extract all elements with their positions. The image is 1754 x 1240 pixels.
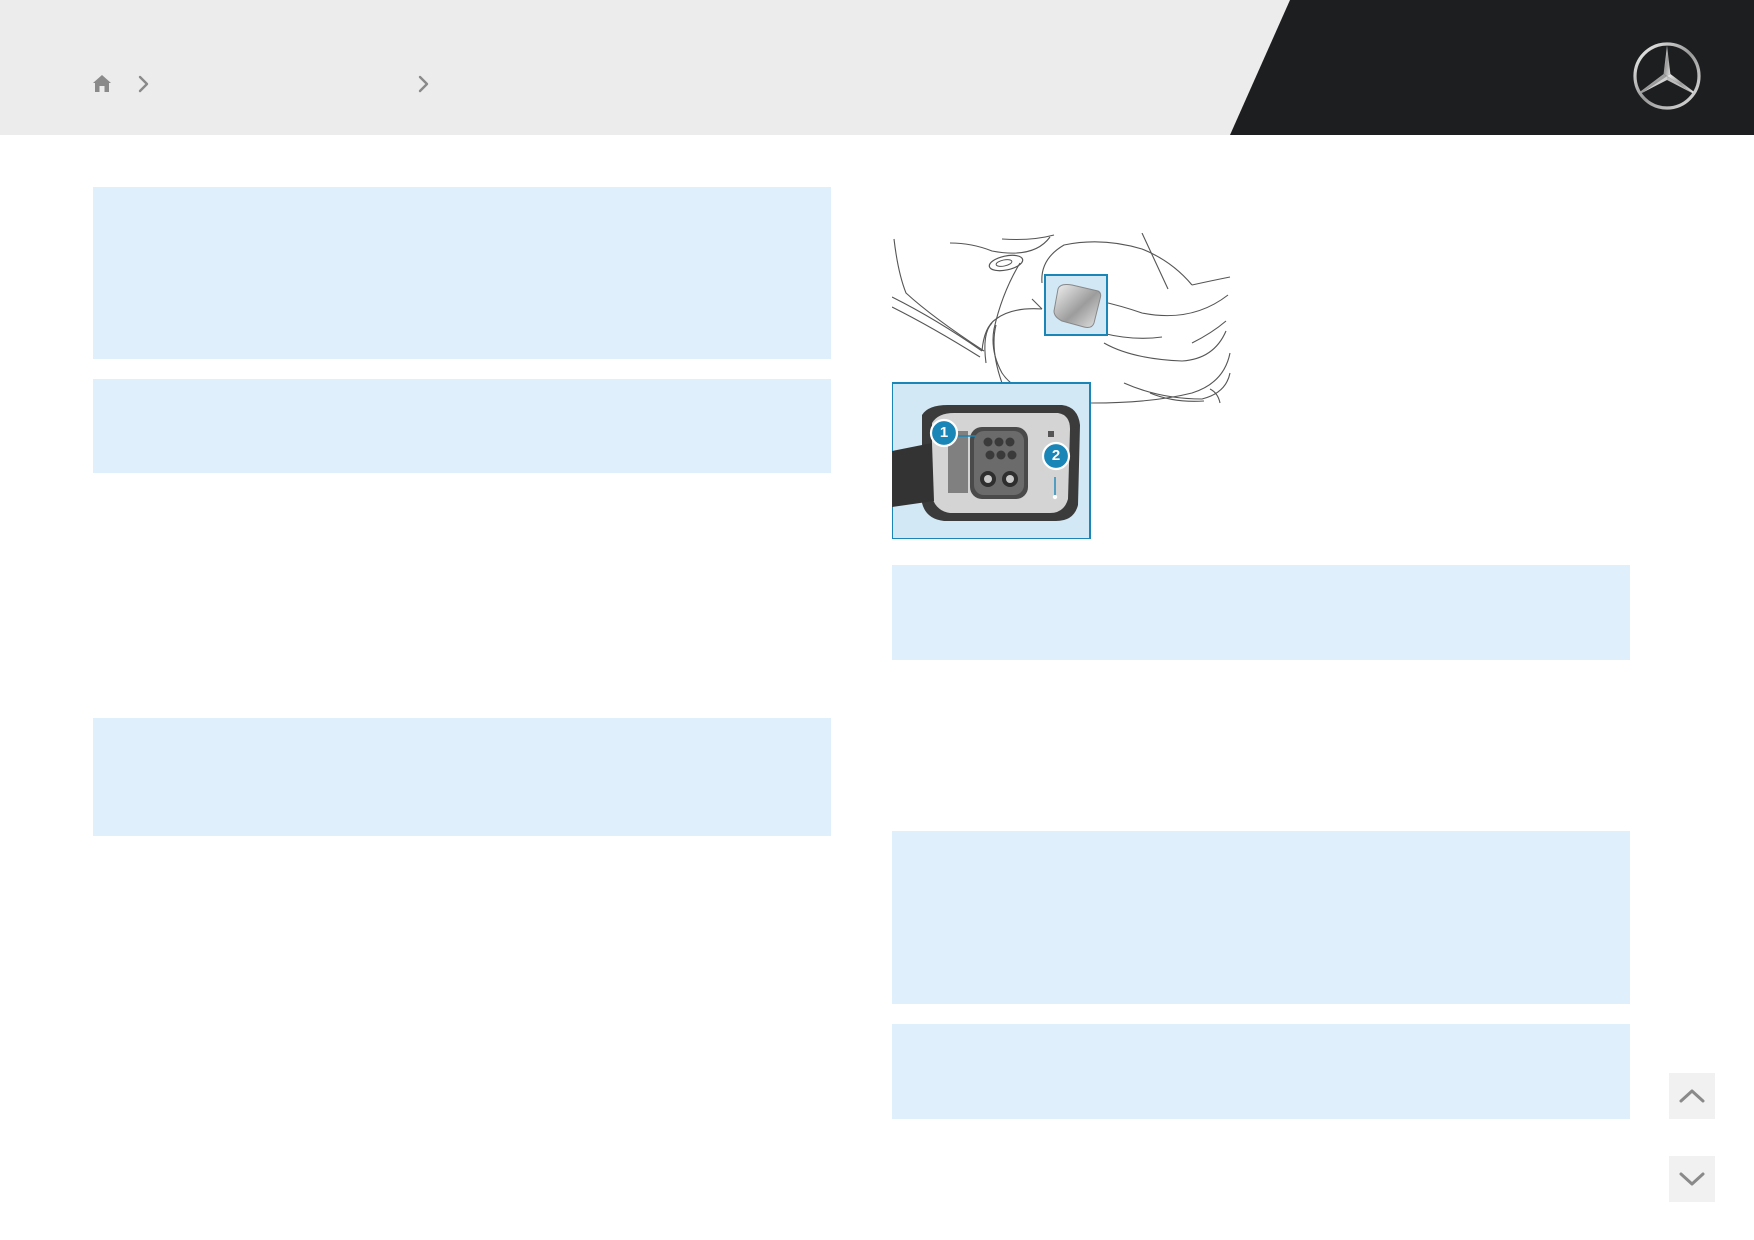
- callout-1: [929, 418, 959, 448]
- page-header: [0, 0, 1754, 135]
- brand-logo: [1632, 41, 1702, 111]
- scroll-down-button[interactable]: [1669, 1156, 1715, 1202]
- info-box: [892, 831, 1630, 1004]
- info-box: [93, 718, 831, 836]
- scroll-up-button[interactable]: [1669, 1073, 1715, 1119]
- info-box: [93, 379, 831, 473]
- callout-1-label: 1: [939, 424, 949, 441]
- breadcrumb-link-1[interactable]: [162, 74, 416, 94]
- callout-2: [1041, 441, 1071, 471]
- chevron-up-icon: [1679, 1089, 1705, 1103]
- chevron-right-icon: [416, 74, 432, 94]
- chevron-right-icon: [136, 74, 152, 94]
- breadcrumb: [90, 72, 432, 96]
- home-icon[interactable]: [90, 72, 114, 96]
- info-box: [93, 187, 831, 359]
- info-box: [892, 1024, 1630, 1119]
- callout-2-label: 2: [1051, 447, 1061, 464]
- chevron-down-icon: [1679, 1172, 1705, 1186]
- info-box: [892, 565, 1630, 660]
- charging-socket-illustration: 1 2: [891, 232, 1262, 540]
